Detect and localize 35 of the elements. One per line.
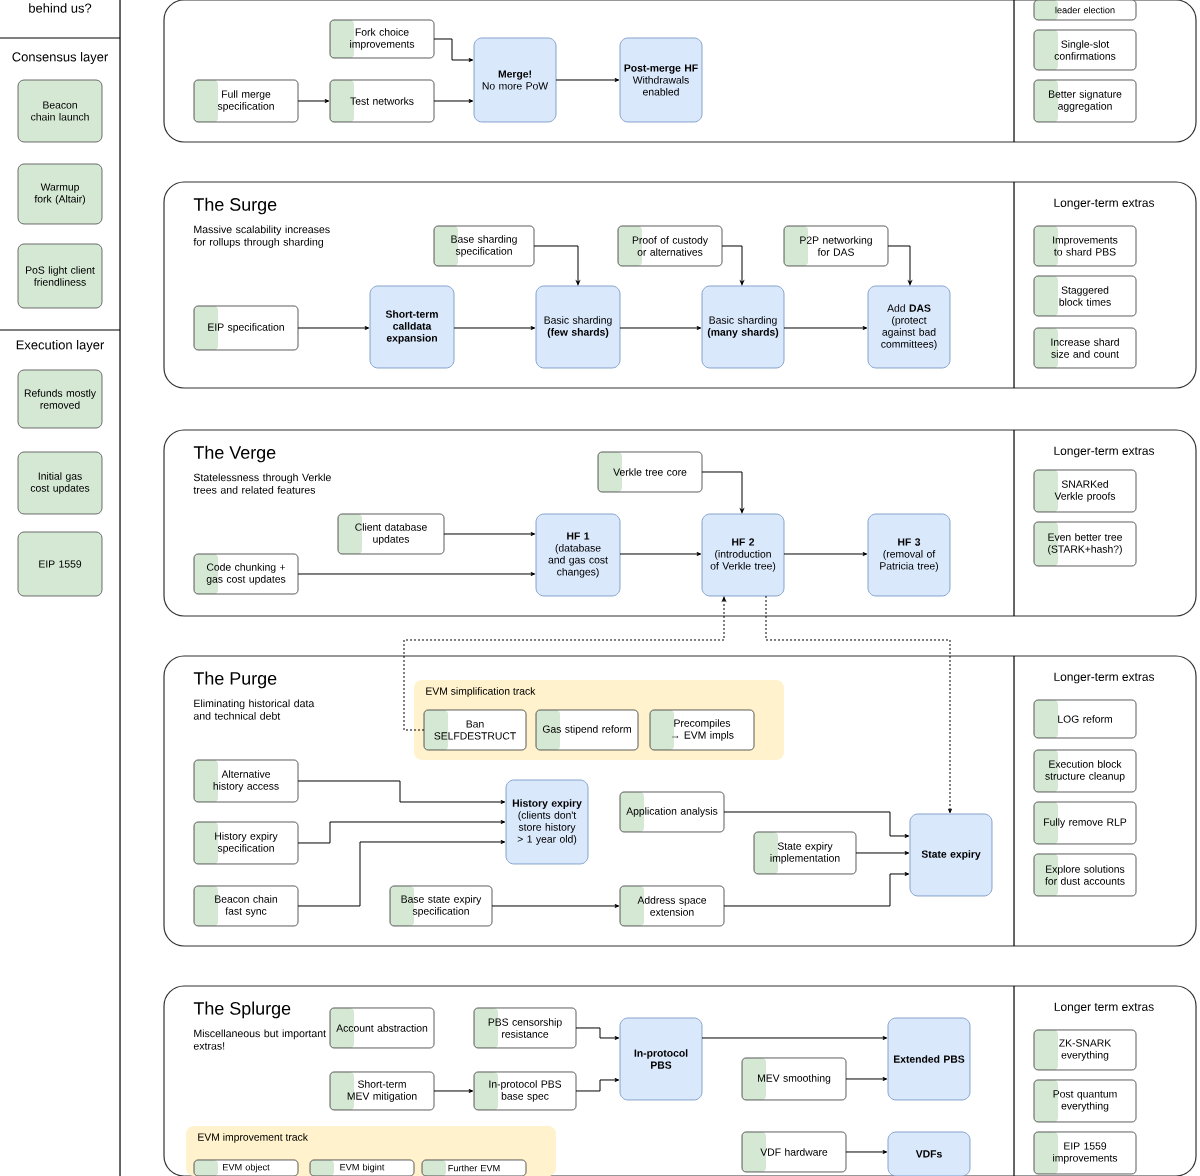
arrow [433, 99, 474, 103]
arrow [403, 596, 726, 731]
arrow [297, 572, 536, 576]
arrow [433, 1089, 474, 1093]
panel-title: The Verge [193, 445, 276, 463]
arrow [783, 326, 868, 330]
arrow [855, 851, 910, 855]
arrow [701, 471, 744, 514]
arrow [765, 595, 952, 814]
arrow [297, 99, 330, 103]
arrow [533, 245, 580, 286]
panel-title: The Splurge [193, 1001, 291, 1019]
arrow [619, 326, 702, 330]
arrow [575, 1078, 620, 1092]
panel-title: The Surge [193, 197, 277, 215]
arrow [783, 552, 868, 556]
arrow [887, 245, 912, 286]
arrow [297, 326, 370, 330]
arrow [297, 780, 506, 804]
panel-title: The Purge [193, 671, 277, 689]
arrow [845, 1150, 888, 1154]
arrow [453, 326, 536, 330]
arrow [619, 552, 702, 556]
arrow [443, 532, 536, 536]
arrow [575, 1027, 620, 1040]
arrow [723, 811, 910, 838]
arrow [701, 1036, 888, 1040]
arrow [845, 1077, 888, 1081]
arrow [297, 820, 506, 844]
arrow [555, 78, 620, 82]
arrow [491, 904, 620, 908]
arrow [723, 872, 910, 907]
arrow [297, 840, 506, 907]
arrow [433, 38, 474, 62]
arrow [721, 245, 744, 286]
